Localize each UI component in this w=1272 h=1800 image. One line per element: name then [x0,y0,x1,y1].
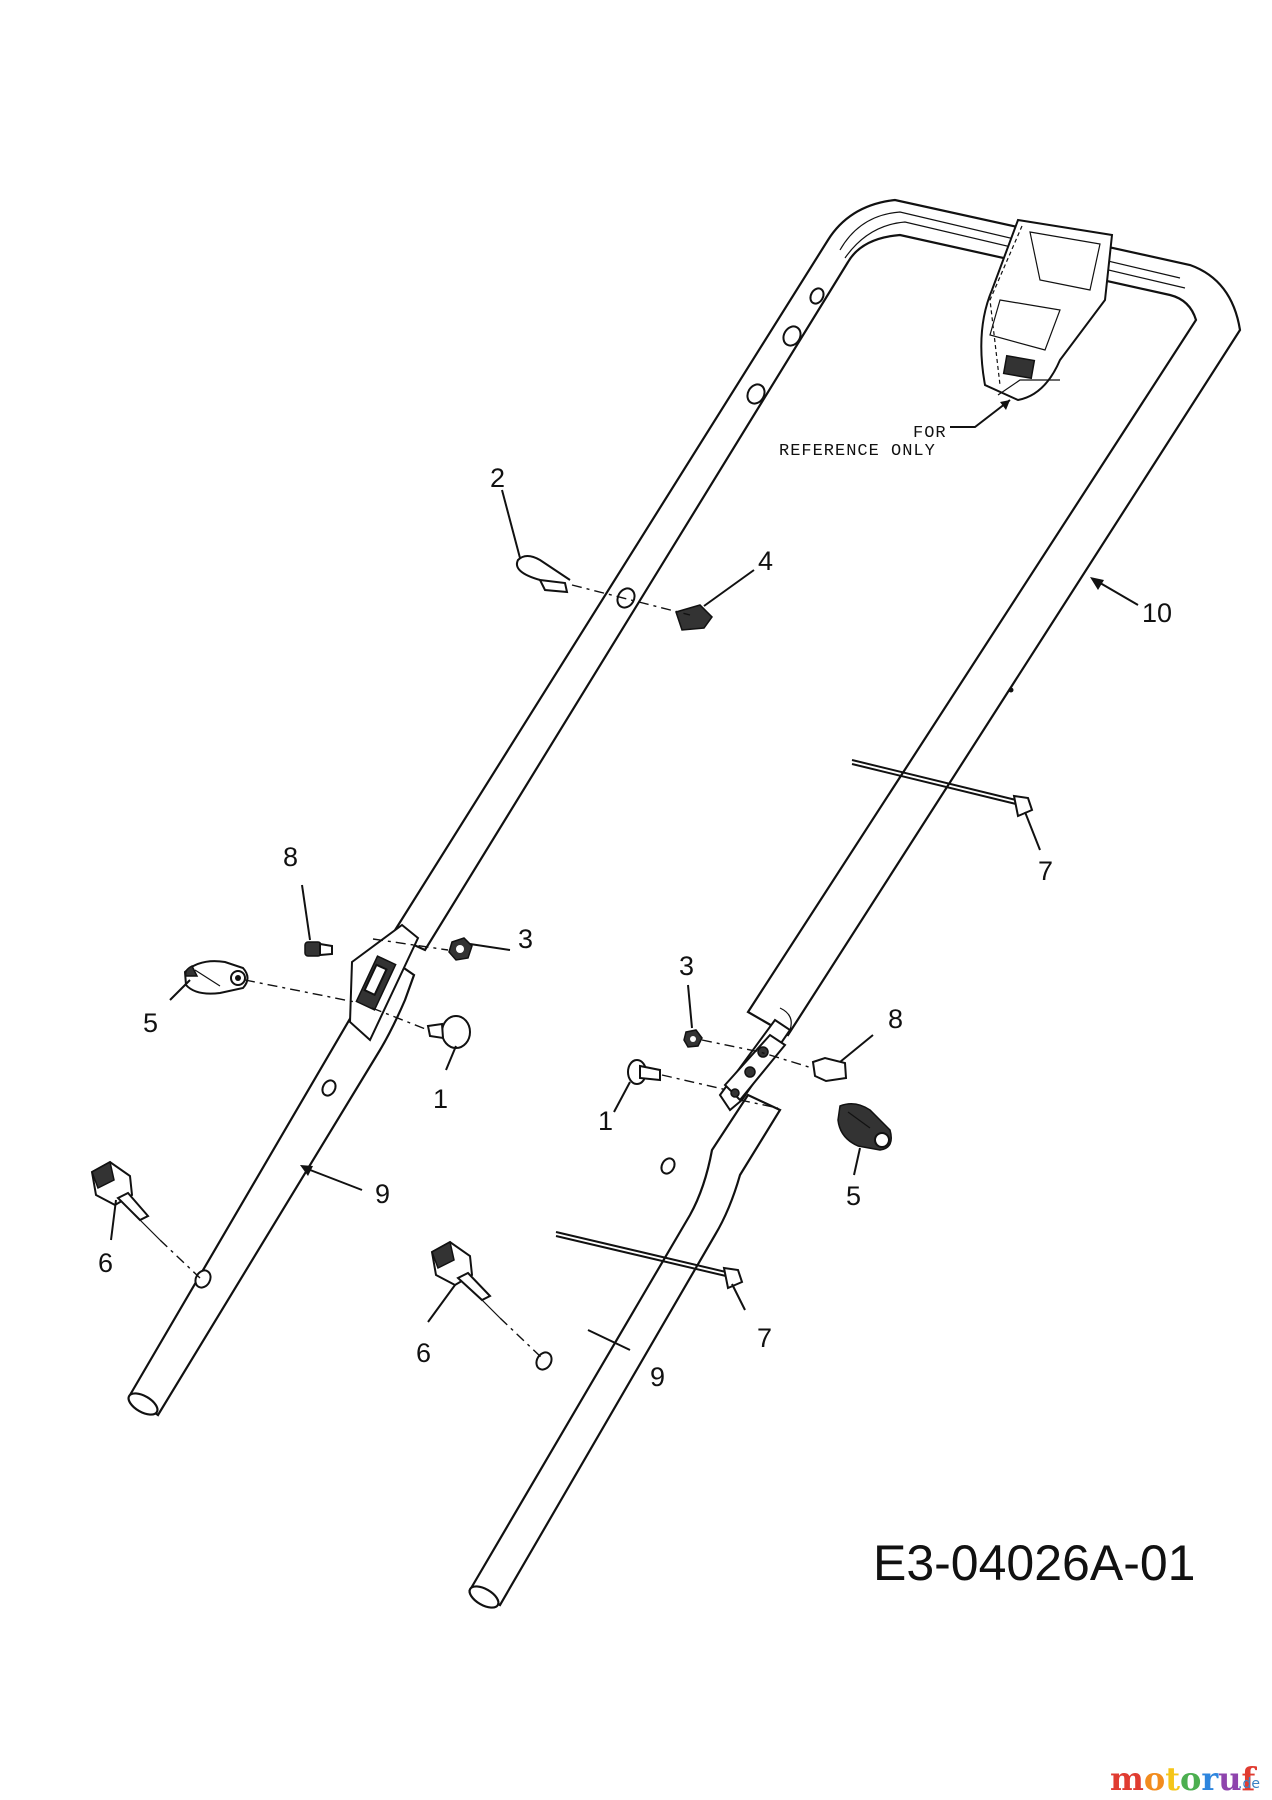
lower-handle-right [468,1007,792,1609]
reference-note-line1: FOR [913,424,947,443]
cable-tie-upper [851,759,1034,818]
hairpin-clip [516,555,571,594]
callout-9-left: 9 [375,1179,390,1209]
reference-note-line2: REFERENCE ONLY [779,442,936,461]
watermark-suffix: .de [1238,1776,1260,1792]
callout-3-right: 3 [679,951,694,981]
callout-8-left: 8 [283,842,298,872]
callout-8-right: 8 [888,1004,903,1034]
drawing-number: E3-04026A-01 [873,1535,1195,1591]
nut-right-3 [683,1029,703,1048]
callout-7-upper: 7 [1038,856,1053,886]
knob-right-5 [837,1103,892,1151]
callout-5-right: 5 [846,1181,861,1211]
callout-7-lower: 7 [757,1323,772,1353]
cable-tie-lower [555,1231,744,1290]
callout-1-left: 1 [433,1084,448,1114]
callout-2: 2 [490,463,505,493]
nut-left-3 [448,937,473,961]
watermark-logo: motoruf .de [1110,1760,1260,1798]
control-housing [980,218,1114,402]
callout-1-right: 1 [598,1106,613,1136]
callout-10: 10 [1142,598,1172,628]
lower-handle-left [127,923,420,1417]
pin-right-1 [627,1059,661,1085]
callout-9-right: 9 [650,1362,665,1392]
watermark-text: motoruf [1110,1760,1257,1798]
knob-left-6 [90,1160,161,1241]
callout-3-left: 3 [518,924,533,954]
knob-left-5 [183,960,249,995]
upper-handle [390,198,1242,1037]
leader-lines [110,399,1139,1351]
callout-4: 4 [758,546,773,576]
bolt-right-8 [811,1056,848,1083]
callout-6-left: 6 [98,1248,113,1278]
cable-guide [675,604,713,631]
callout-6-right: 6 [416,1338,431,1368]
knob-right-6 [430,1240,501,1319]
callout-5-left: 5 [143,1008,158,1038]
pin-left-1 [426,1015,471,1049]
bolt-left-8 [304,941,333,957]
